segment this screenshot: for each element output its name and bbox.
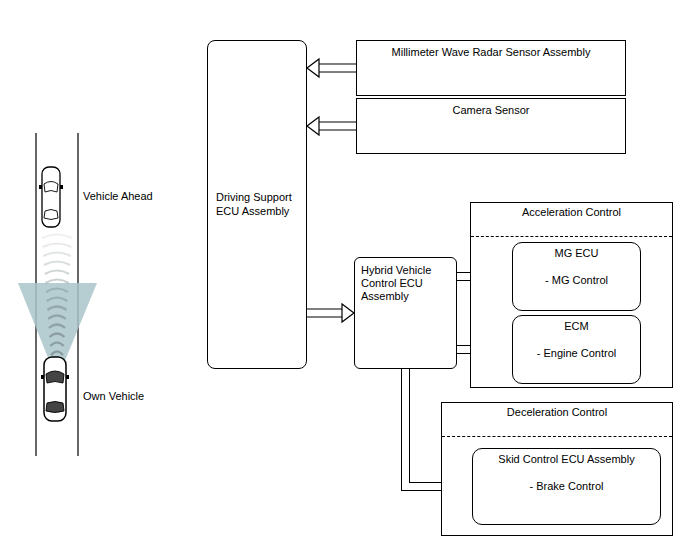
arrow-head (342, 304, 354, 322)
radar-wave (45, 271, 70, 275)
radar-wave (42, 235, 72, 239)
radar-waves (42, 235, 72, 356)
radar-wave (50, 334, 65, 338)
radar-wave (46, 289, 68, 293)
box-title: Skid Control ECU Assembly (481, 453, 652, 466)
radar-wave (48, 316, 66, 320)
sensor-box: Millimeter Wave Radar Sensor Assembly (356, 40, 626, 96)
box-body: - Brake Control (481, 480, 652, 493)
ecu-box: Driving Support ECU Assembly (207, 40, 307, 369)
radar-wave (48, 307, 67, 311)
own-vehicle-car (41, 357, 69, 421)
vehicle-ahead-car (39, 167, 63, 227)
dashed-divider (442, 436, 672, 437)
box-title: ECM (521, 320, 632, 333)
radar-wave (47, 298, 67, 302)
arrow-fill (307, 310, 343, 317)
arrow-outline (318, 122, 356, 131)
radar-wave (44, 262, 70, 266)
box-title: Camera Sensor (363, 104, 619, 117)
arrow-outline (318, 64, 356, 73)
box-body: - Engine Control (521, 347, 632, 360)
sensor-box: Camera Sensor (356, 98, 626, 154)
ecu-box: MG ECU - MG Control (512, 242, 641, 311)
control-group: Deceleration ControlSkid Control ECU Ass… (441, 402, 673, 536)
radar-wave (43, 244, 72, 248)
vehicle-label: Vehicle Ahead (83, 190, 153, 202)
arrow-head (307, 59, 319, 77)
hollow-arrow (307, 59, 356, 77)
ecu-box: Skid Control ECU Assembly - Brake Control (472, 448, 661, 525)
ecu-box: ECM - Engine Control (512, 315, 641, 384)
hollow-arrow (307, 304, 354, 322)
radar-wave (45, 280, 68, 284)
arrow-head (307, 117, 319, 135)
radar-wave (50, 343, 63, 347)
box-title: Deceleration Control (448, 406, 666, 419)
box-body: - MG Control (521, 274, 632, 287)
ecu-box: Hybrid Vehicle Control ECU Assembly (354, 257, 457, 369)
box-title: MG ECU (521, 247, 632, 260)
radar-wave (51, 352, 63, 356)
arrow-fill (318, 123, 356, 130)
box-title: Acceleration Control (477, 206, 666, 219)
hollow-arrow (307, 117, 356, 135)
box-title: Driving Support ECU Assembly (216, 191, 298, 217)
arrow-fill (318, 65, 356, 72)
dashed-divider (471, 236, 672, 237)
control-group: Acceleration Control MG ECU - MG ControlEC… (470, 202, 673, 388)
radar-wave (43, 253, 70, 257)
radar-wave (49, 325, 65, 329)
vehicle-label: Own Vehicle (83, 390, 144, 402)
box-title: Millimeter Wave Radar Sensor Assembly (363, 46, 619, 59)
arrow-outline (307, 309, 343, 318)
box-title: Hybrid Vehicle Control ECU Assembly (361, 264, 450, 304)
